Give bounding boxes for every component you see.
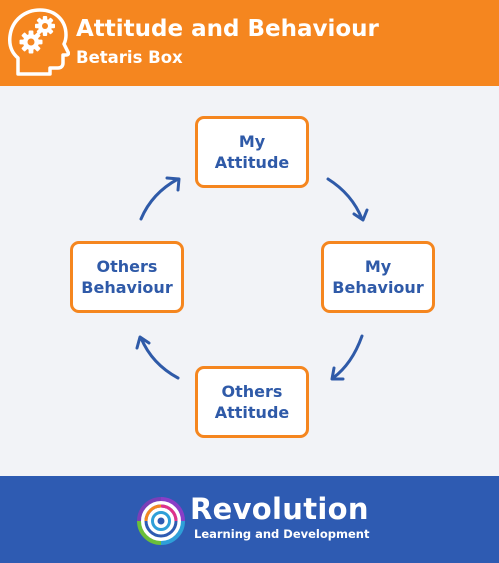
node-label: My Attitude (214, 132, 290, 172)
header-banner: Attitude and Behaviour Betaris Box (0, 0, 499, 86)
page-title: Attitude and Behaviour (76, 16, 379, 42)
node-others-attitude: Others Attitude (195, 366, 309, 438)
arrow-right-to-bottom (330, 334, 364, 381)
cycle-arrows (135, 176, 369, 381)
node-my-behaviour: My Behaviour (321, 241, 435, 313)
node-my-attitude: My Attitude (195, 116, 309, 188)
page-subtitle: Betaris Box (76, 48, 183, 67)
head-with-gears-icon (8, 8, 70, 76)
brand-name: Revolution (190, 492, 369, 526)
footer-banner: Revolution Learning and Development (0, 476, 499, 563)
cycle-diagram: My Attitude My Behaviour Others Attitude… (0, 86, 499, 476)
node-label: Others Attitude (214, 382, 290, 422)
concentric-rings-logo-icon (137, 497, 185, 545)
arrow-bottom-to-left (135, 335, 180, 380)
node-others-behaviour: Others Behaviour (70, 241, 184, 313)
arrow-top-to-right (326, 177, 369, 222)
node-label: Others Behaviour (81, 257, 173, 297)
node-label: My Behaviour (332, 257, 424, 297)
arrow-left-to-top (139, 176, 181, 221)
brand-tagline: Learning and Development (194, 527, 370, 541)
